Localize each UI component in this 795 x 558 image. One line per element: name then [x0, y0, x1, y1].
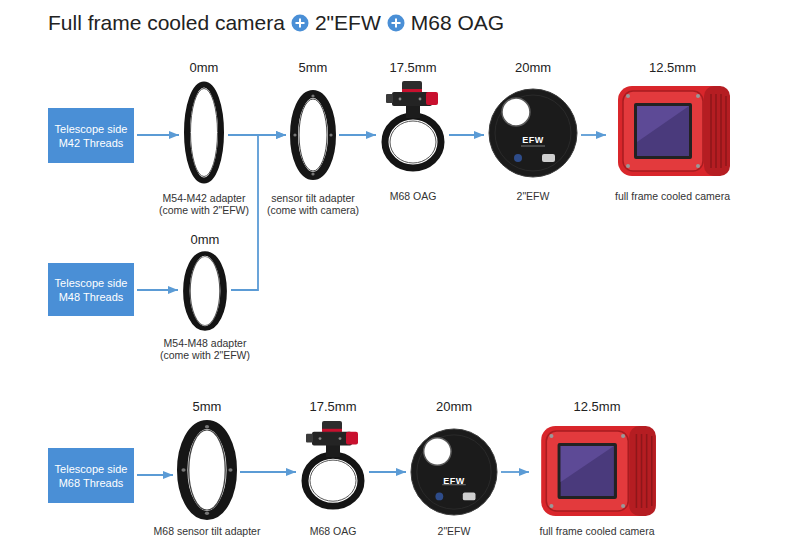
- telescope-side-box: Telescope side M48 Threads: [48, 263, 134, 316]
- component-node: 20mm2"EFW: [410, 428, 498, 516]
- length-label: 5mm: [299, 60, 328, 76]
- length-label: 17.5mm: [310, 399, 357, 415]
- tilt-adapter: [181, 424, 232, 515]
- component-node: 17.5mmM68 OAG: [300, 420, 366, 510]
- box-text: Telescope side M68 Threads: [52, 462, 130, 490]
- flow-arrow: [581, 134, 606, 136]
- adapter-ring: [187, 85, 221, 181]
- length-label: 17.5mm: [390, 60, 437, 76]
- part-name: M68 OAG: [310, 525, 357, 537]
- part-name: (come with 2"EFW): [160, 349, 250, 361]
- flow-arrow: [501, 471, 529, 473]
- device-marking: EFW: [522, 135, 544, 145]
- length-label: 0mm: [191, 232, 220, 248]
- flow-arrow: [240, 471, 296, 473]
- filter-wheel: [411, 429, 497, 515]
- length-label: 5mm: [193, 399, 222, 415]
- title-row: Full frame cooled camera 2"EFW M68 OAG: [48, 8, 504, 38]
- flow-arrow: [449, 134, 484, 136]
- part-name: (come with camera): [267, 204, 359, 216]
- part-name: full frame cooled camera: [615, 190, 730, 202]
- tilt-adapter: [293, 94, 332, 176]
- length-label: 0mm: [190, 60, 219, 76]
- component-node: 12.5mmfull frame cooled camera: [610, 82, 735, 180]
- title-part: 2"EFW: [315, 11, 381, 35]
- part-name: full frame cooled camera: [540, 525, 655, 537]
- part-name: 2"EFW: [438, 525, 471, 537]
- title-part: M68 OAG: [411, 11, 504, 35]
- component-node: 5mmM68 sensor tilt adapter: [177, 420, 237, 520]
- component-node: 20mm2"EFW: [488, 88, 578, 178]
- length-label: 12.5mm: [574, 399, 621, 415]
- camera-picture: [618, 86, 730, 176]
- flow-arrow: [137, 134, 179, 136]
- length-label: 12.5mm: [649, 60, 696, 76]
- component-node: 17.5mmM68 OAG: [380, 80, 446, 172]
- part-name: M68 OAG: [390, 190, 437, 202]
- part-name: M68 sensor tilt adapter: [154, 525, 261, 537]
- flow-arrow: [339, 134, 376, 136]
- box-text: Telescope side M48 Threads: [52, 276, 130, 304]
- adapter-ring: [186, 254, 223, 329]
- part-name: M54-M48 adapter: [164, 337, 247, 349]
- component-node: 12.5mmfull frame cooled camera: [533, 422, 661, 520]
- flow-arrow: [137, 289, 178, 291]
- component-node: 0mmM54-M48 adapter(come with 2"EFW): [182, 250, 228, 332]
- plus-icon: [291, 14, 309, 32]
- part-name: M54-M42 adapter: [163, 192, 246, 204]
- title: Full frame cooled camera: [48, 11, 285, 35]
- component-node: 0mmM54-M42 adapter(come with 2"EFW): [183, 80, 225, 185]
- length-label: 20mm: [436, 399, 472, 415]
- box-text: Telescope side M42 Threads: [52, 122, 130, 150]
- filter-wheel: [489, 89, 577, 177]
- device-marking: EFW: [443, 476, 465, 486]
- plus-icon: [387, 14, 405, 32]
- part-name: sensor tilt adapter: [271, 192, 354, 204]
- component-node: 5mmsensor tilt adapter(come with camera): [290, 90, 336, 180]
- camera-picture: [541, 426, 656, 516]
- telescope-side-box: Telescope side M68 Threads: [48, 448, 134, 503]
- flow-arrow: [369, 471, 406, 473]
- length-label: 20mm: [515, 60, 551, 76]
- oag-picture: [305, 421, 361, 506]
- part-name: (come with 2"EFW): [159, 204, 249, 216]
- oag-picture: [385, 81, 441, 168]
- part-name: 2"EFW: [517, 190, 550, 202]
- flow-arrow: [137, 474, 173, 476]
- telescope-side-box: Telescope side M42 Threads: [48, 108, 134, 163]
